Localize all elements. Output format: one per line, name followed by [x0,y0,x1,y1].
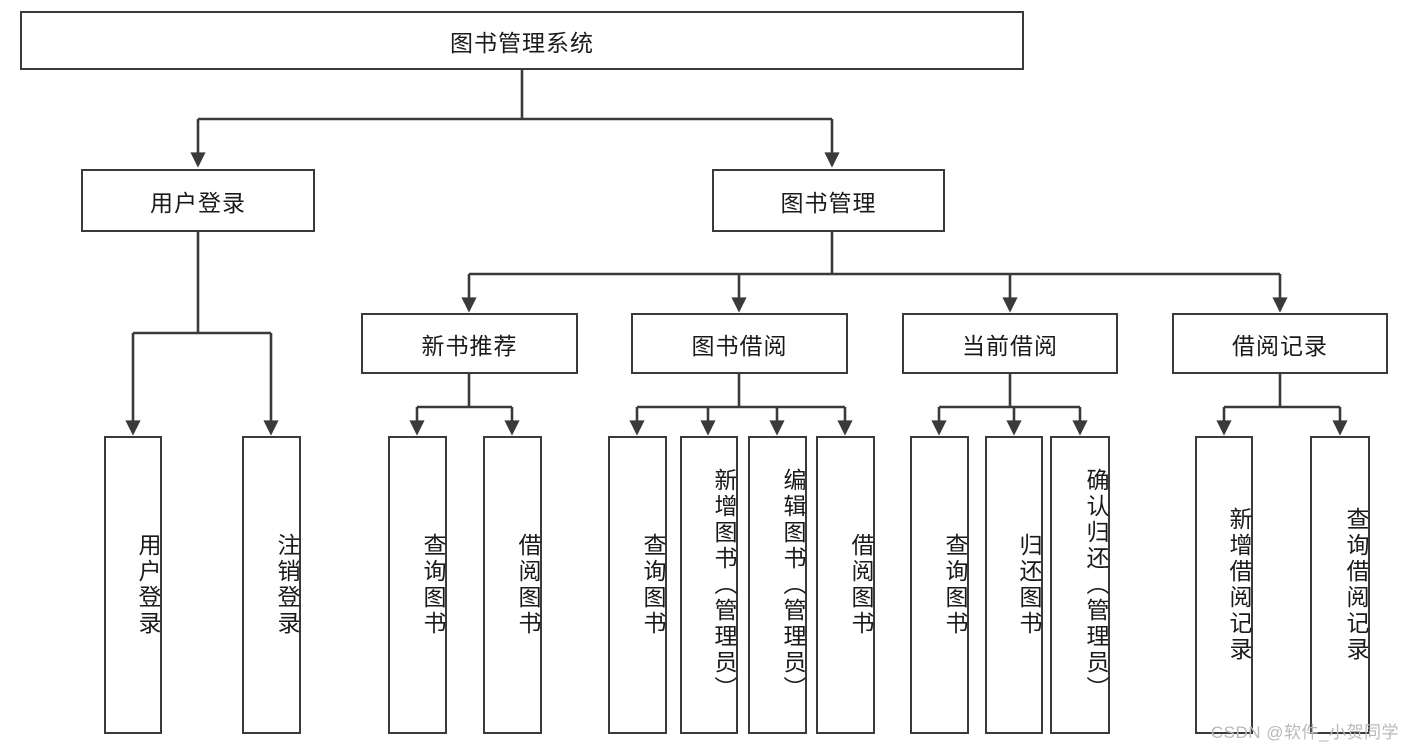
node-book-borrow[interactable]: 图书借阅 [631,313,848,374]
node-root-book-management-system[interactable]: 图书管理系统 [20,11,1024,70]
node-label: 借阅记录 [1232,332,1328,359]
node-label: 用户登录 [150,189,246,216]
leaf-user-login-logout[interactable]: 注销登录 [242,436,301,734]
node-label: 归还图书 [1016,533,1042,637]
leaf-current-borrow-confirm-return-admin[interactable]: 确认归还（管理员） [1050,436,1110,734]
leaf-user-login-login[interactable]: 用户登录 [104,436,162,734]
leaf-book-borrow-add-book-admin[interactable]: 新增图书（管理员） [680,436,738,734]
node-new-book-recommend[interactable]: 新书推荐 [361,313,578,374]
node-label: 查询图书 [420,533,446,637]
node-label: 编辑图书（管理员） [780,468,806,702]
leaf-current-borrow-query-book[interactable]: 查询图书 [910,436,969,734]
leaf-book-borrow-edit-book-admin[interactable]: 编辑图书（管理员） [748,436,807,734]
node-label: 新增图书（管理员） [711,468,737,702]
node-label: 查询借阅记录 [1343,507,1369,663]
node-label: 用户登录 [135,533,161,637]
leaf-borrow-record-query-record[interactable]: 查询借阅记录 [1310,436,1370,734]
leaf-new-book-borrow-book[interactable]: 借阅图书 [483,436,542,734]
node-label: 查询图书 [640,533,666,637]
node-label: 查询图书 [942,533,968,637]
node-label: 图书借阅 [691,332,788,359]
node-label: 借阅图书 [848,533,874,637]
node-label: 新增借阅记录 [1226,507,1252,663]
watermark-text: CSDN @软件_小贺同学 [1210,723,1399,742]
leaf-current-borrow-return-book[interactable]: 归还图书 [985,436,1043,734]
leaf-book-borrow-query-book[interactable]: 查询图书 [608,436,667,734]
node-label: 借阅图书 [515,533,541,637]
node-user-login[interactable]: 用户登录 [81,169,315,232]
node-current-borrow[interactable]: 当前借阅 [902,313,1118,374]
node-label: 注销登录 [274,533,300,637]
node-book-management[interactable]: 图书管理 [712,169,945,232]
leaf-book-borrow-borrow-book[interactable]: 借阅图书 [816,436,875,734]
node-label: 确认归还（管理员） [1083,468,1109,702]
node-label: 图书管理系统 [450,29,594,56]
node-borrow-record[interactable]: 借阅记录 [1172,313,1388,374]
node-label: 图书管理 [780,189,877,216]
node-label: 当前借阅 [962,332,1058,359]
leaf-new-book-query-book[interactable]: 查询图书 [388,436,447,734]
node-label: 新书推荐 [421,332,518,359]
leaf-borrow-record-add-record[interactable]: 新增借阅记录 [1195,436,1253,734]
